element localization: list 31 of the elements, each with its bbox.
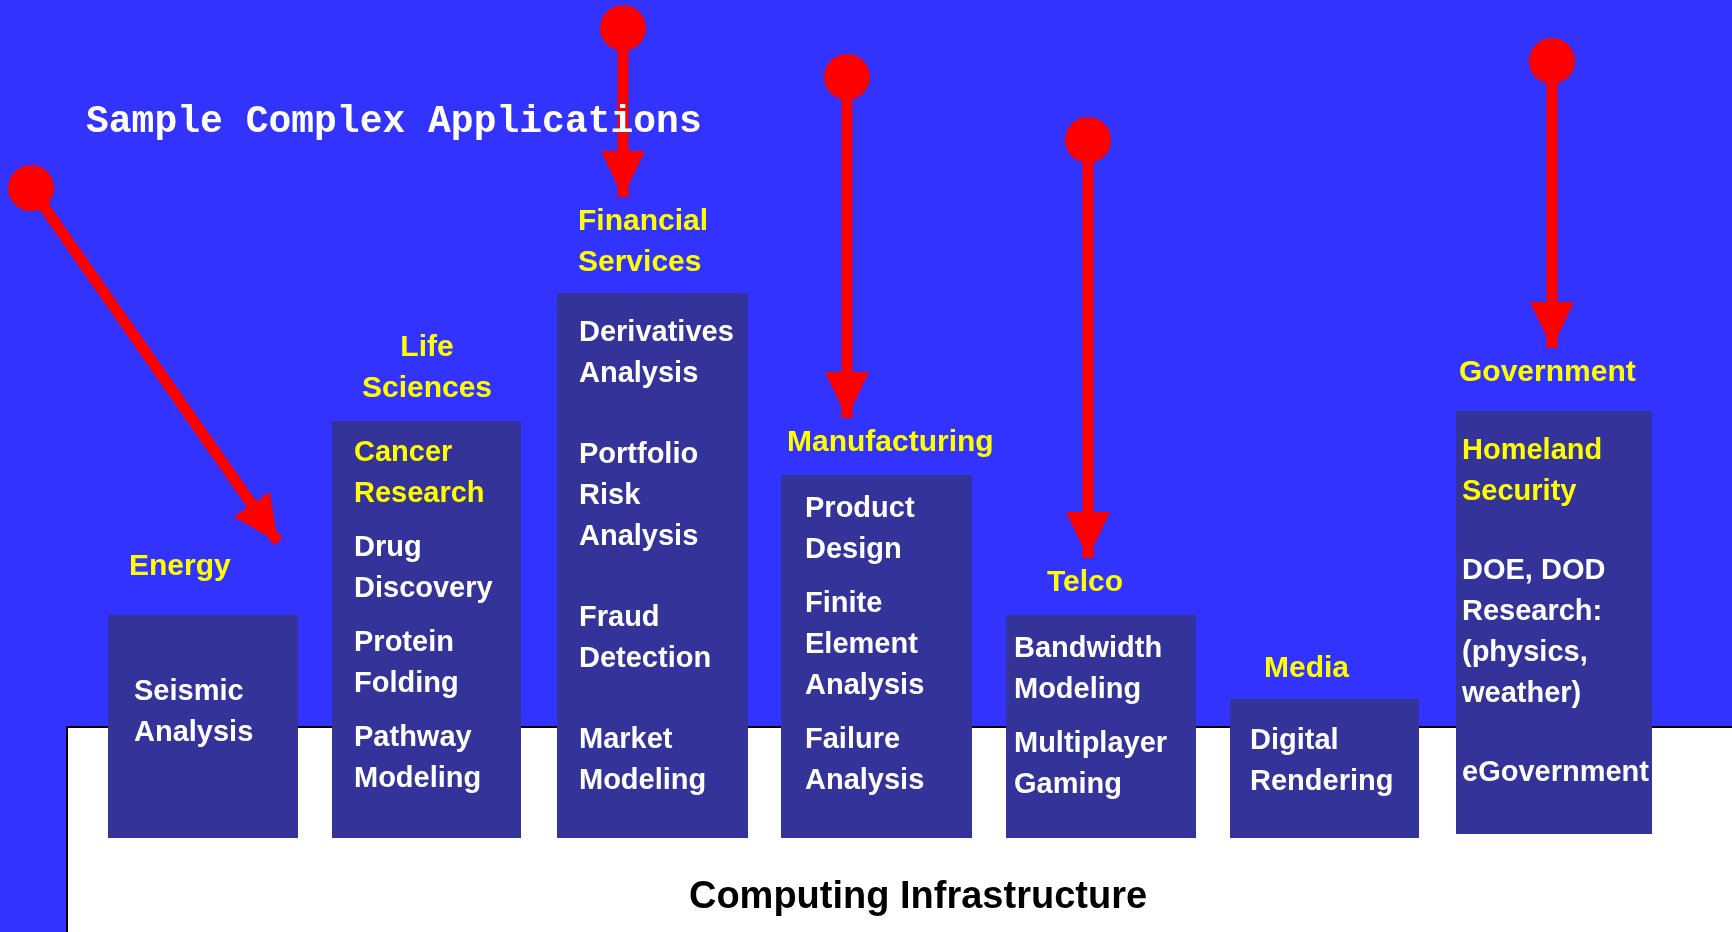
- application-label: Homeland Security: [1462, 432, 1604, 508]
- column-heading: Government: [1459, 353, 1637, 389]
- column-heading: Life Sciences: [360, 328, 494, 405]
- base-label: Computing Infrastructure: [687, 874, 1149, 917]
- application-label: Seismic Analysis: [134, 673, 255, 749]
- pin-arrow: [600, 5, 646, 197]
- application-label: Drug Discovery: [354, 529, 494, 605]
- application-label: DOE, DOD Research: (physics, weather): [1462, 552, 1607, 710]
- application-label: Finite Element Analysis: [805, 585, 926, 702]
- application-label: eGovernment: [1462, 754, 1650, 789]
- application-label: Product Design: [805, 490, 916, 566]
- application-label: Derivatives Analysis: [579, 314, 735, 390]
- application-label: Market Modeling: [579, 721, 708, 797]
- application-label: Digital Rendering: [1250, 722, 1395, 798]
- pin-arrow: [8, 165, 283, 546]
- application-label: Multiplayer Gaming: [1014, 725, 1169, 801]
- column-heading: Financial Services: [578, 202, 710, 279]
- column-heading: Manufacturing: [787, 423, 995, 459]
- application-label: Fraud Detection: [579, 599, 713, 675]
- pin-arrow: [1065, 117, 1111, 558]
- column-heading: Telco: [1047, 563, 1125, 599]
- application-label: Failure Analysis: [805, 721, 926, 797]
- column-heading: Media: [1264, 649, 1351, 685]
- application-label: Protein Folding: [354, 624, 460, 700]
- application-label: Pathway Modeling: [354, 719, 483, 795]
- application-label: Cancer Research: [354, 434, 486, 510]
- application-label: Bandwidth Modeling: [1014, 630, 1164, 706]
- pin-arrow: [1529, 38, 1575, 348]
- pin-arrow: [824, 54, 870, 418]
- application-label: Portfolio Risk Analysis: [579, 436, 700, 553]
- column-heading: Energy: [129, 547, 232, 583]
